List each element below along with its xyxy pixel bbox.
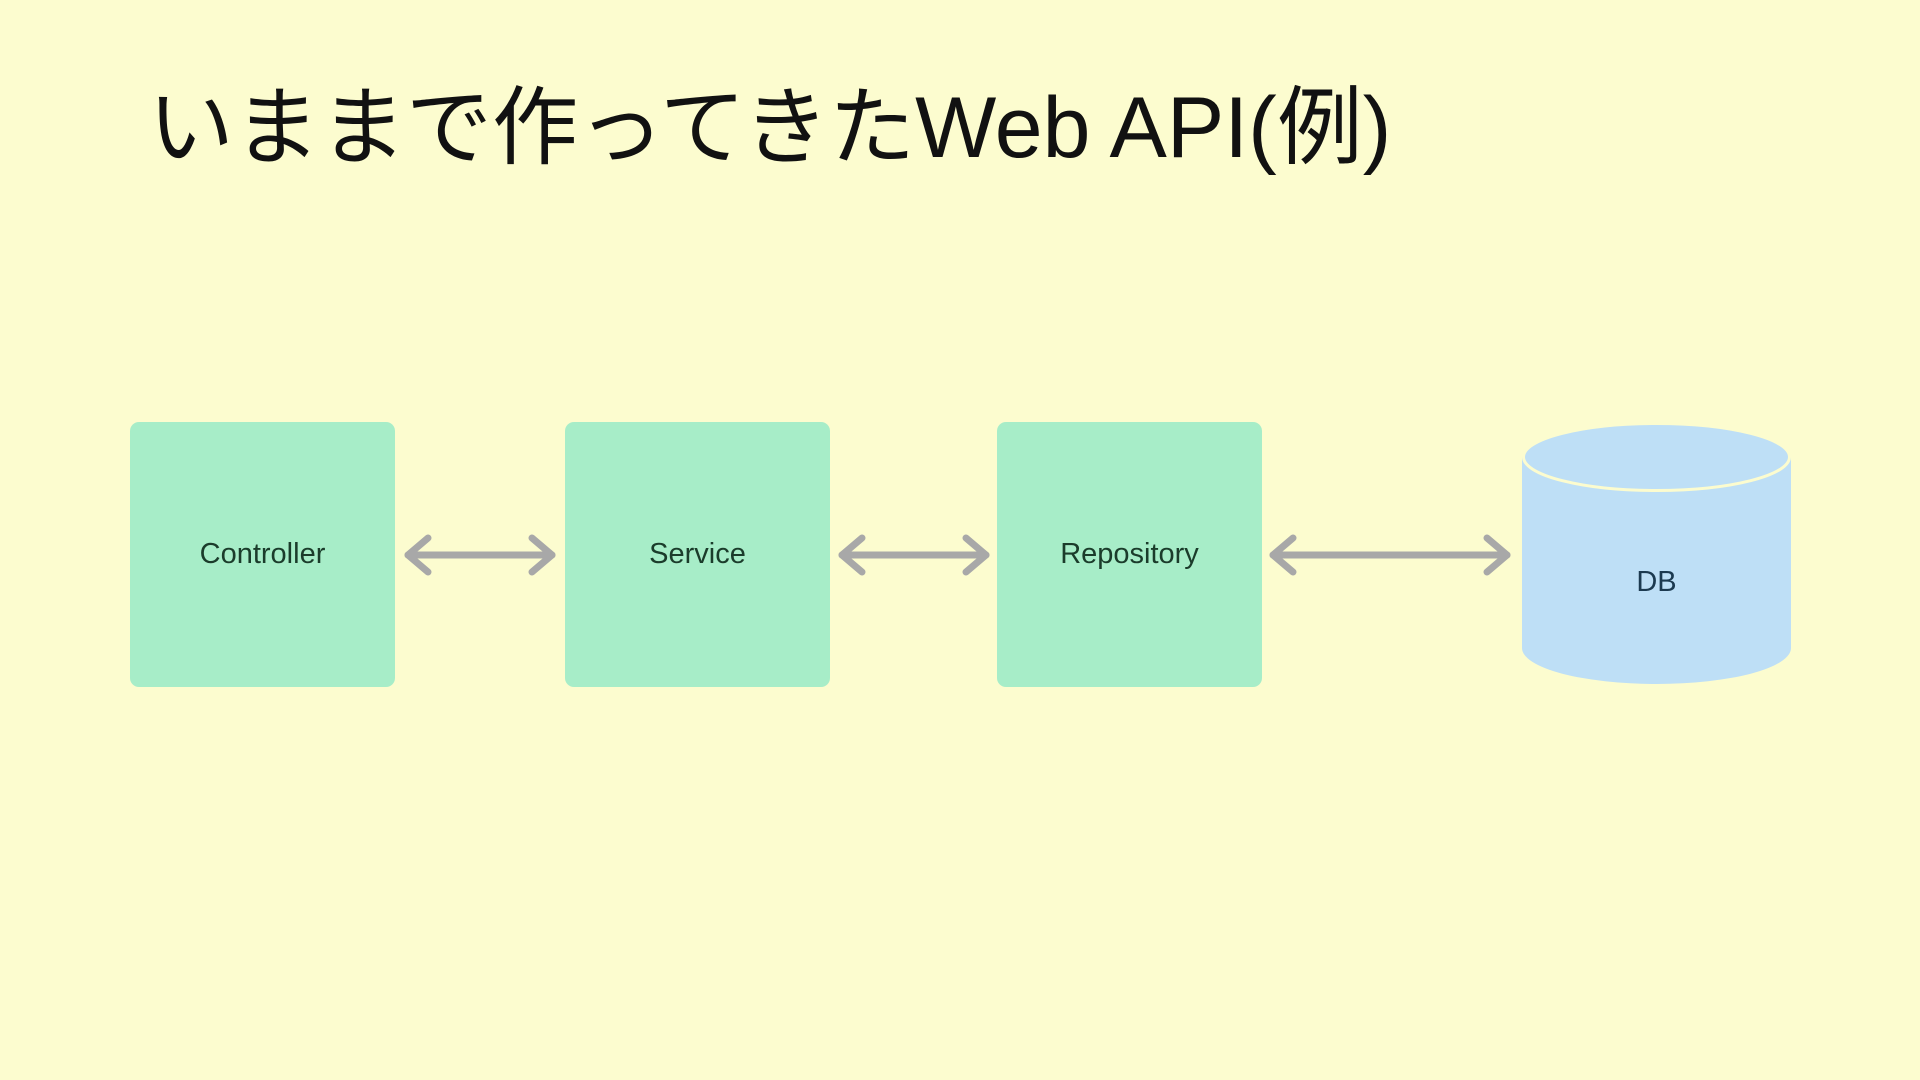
database-cylinder-icon [1522,422,1791,684]
slide-title: いままで作ってきたWeb API(例) [148,80,1392,176]
cylinder-body [1522,457,1791,684]
cylinder-top [1522,422,1791,492]
double-arrow-repository-db [1269,534,1511,576]
node-service: Service [565,422,830,687]
arrow-right-head [1483,534,1511,576]
arrow-right-head [962,534,990,576]
double-arrow-service-repository [838,534,990,576]
node-repository: Repository [997,422,1262,687]
node-db-label: DB [1636,566,1677,598]
node-controller: Controller [130,422,395,687]
arrow-left-head [838,534,866,576]
node-repository-label: Repository [1060,538,1199,570]
arrow-left-head [1269,534,1297,576]
arrow-right-head [528,534,556,576]
double-arrow-controller-service [404,534,556,576]
node-service-label: Service [649,538,746,570]
node-db: DB [1522,422,1791,684]
arrow-left-head [404,534,432,576]
node-controller-label: Controller [199,538,326,570]
